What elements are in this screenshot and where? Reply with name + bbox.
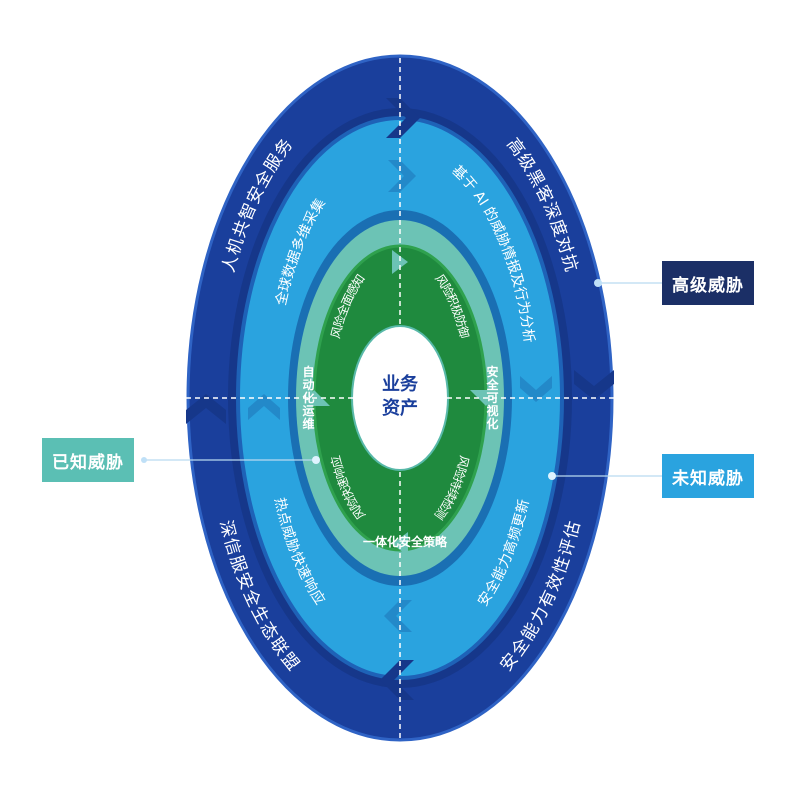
tag-high-threat: 高级威胁	[662, 261, 754, 305]
tag-high-threat-label: 高级威胁	[672, 275, 744, 296]
tag-unknown-threat-label: 未知威胁	[672, 468, 744, 489]
inner-label-right: 安全可视化	[485, 364, 499, 430]
inner-label-left: 自动化运维	[301, 364, 315, 430]
tag-unknown-threat: 未知威胁	[662, 454, 754, 498]
tag-known-threat-label: 已知威胁	[52, 452, 124, 473]
inner-label-bottom: 一体化安全策略	[363, 534, 448, 549]
center-core	[352, 326, 448, 470]
center-line-2: 资产	[382, 397, 418, 419]
tag-known-threat: 已知威胁	[42, 438, 134, 482]
center-line-1: 业务	[382, 373, 419, 395]
